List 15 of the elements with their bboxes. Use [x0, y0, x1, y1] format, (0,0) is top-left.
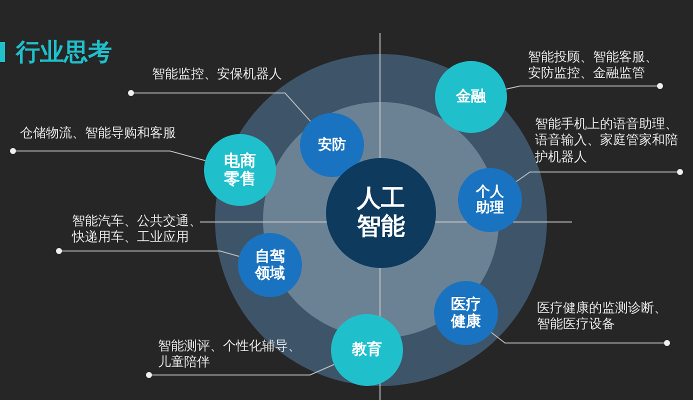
leader-line: [128, 90, 311, 122]
description-text: 医疗健康的监测诊断、智能医疗设备: [537, 301, 671, 334]
leader-line: [516, 169, 683, 182]
description-text: 智能汽车、公共交通、快递用车、工业应用: [72, 214, 206, 246]
description-text: 智能监控、安保机器人: [152, 67, 282, 84]
leader-line: [490, 332, 670, 346]
leader-line: [56, 248, 240, 257]
description-text: 智能手机上的语音助理、语音输入、家庭管家和陪护机器人: [535, 117, 682, 166]
description-text: 智能测评、个性化辅导、儿童陪伴: [158, 339, 305, 372]
leader-line: [10, 148, 206, 162]
title: 行业思考: [16, 37, 112, 68]
leader-line: [146, 364, 334, 378]
description-text: 智能投顾、智能客服、安防监控、金融监管: [528, 50, 662, 82]
description-text: 仓储物流、智能导购和客服: [20, 126, 176, 142]
leader-line: [506, 83, 663, 90]
